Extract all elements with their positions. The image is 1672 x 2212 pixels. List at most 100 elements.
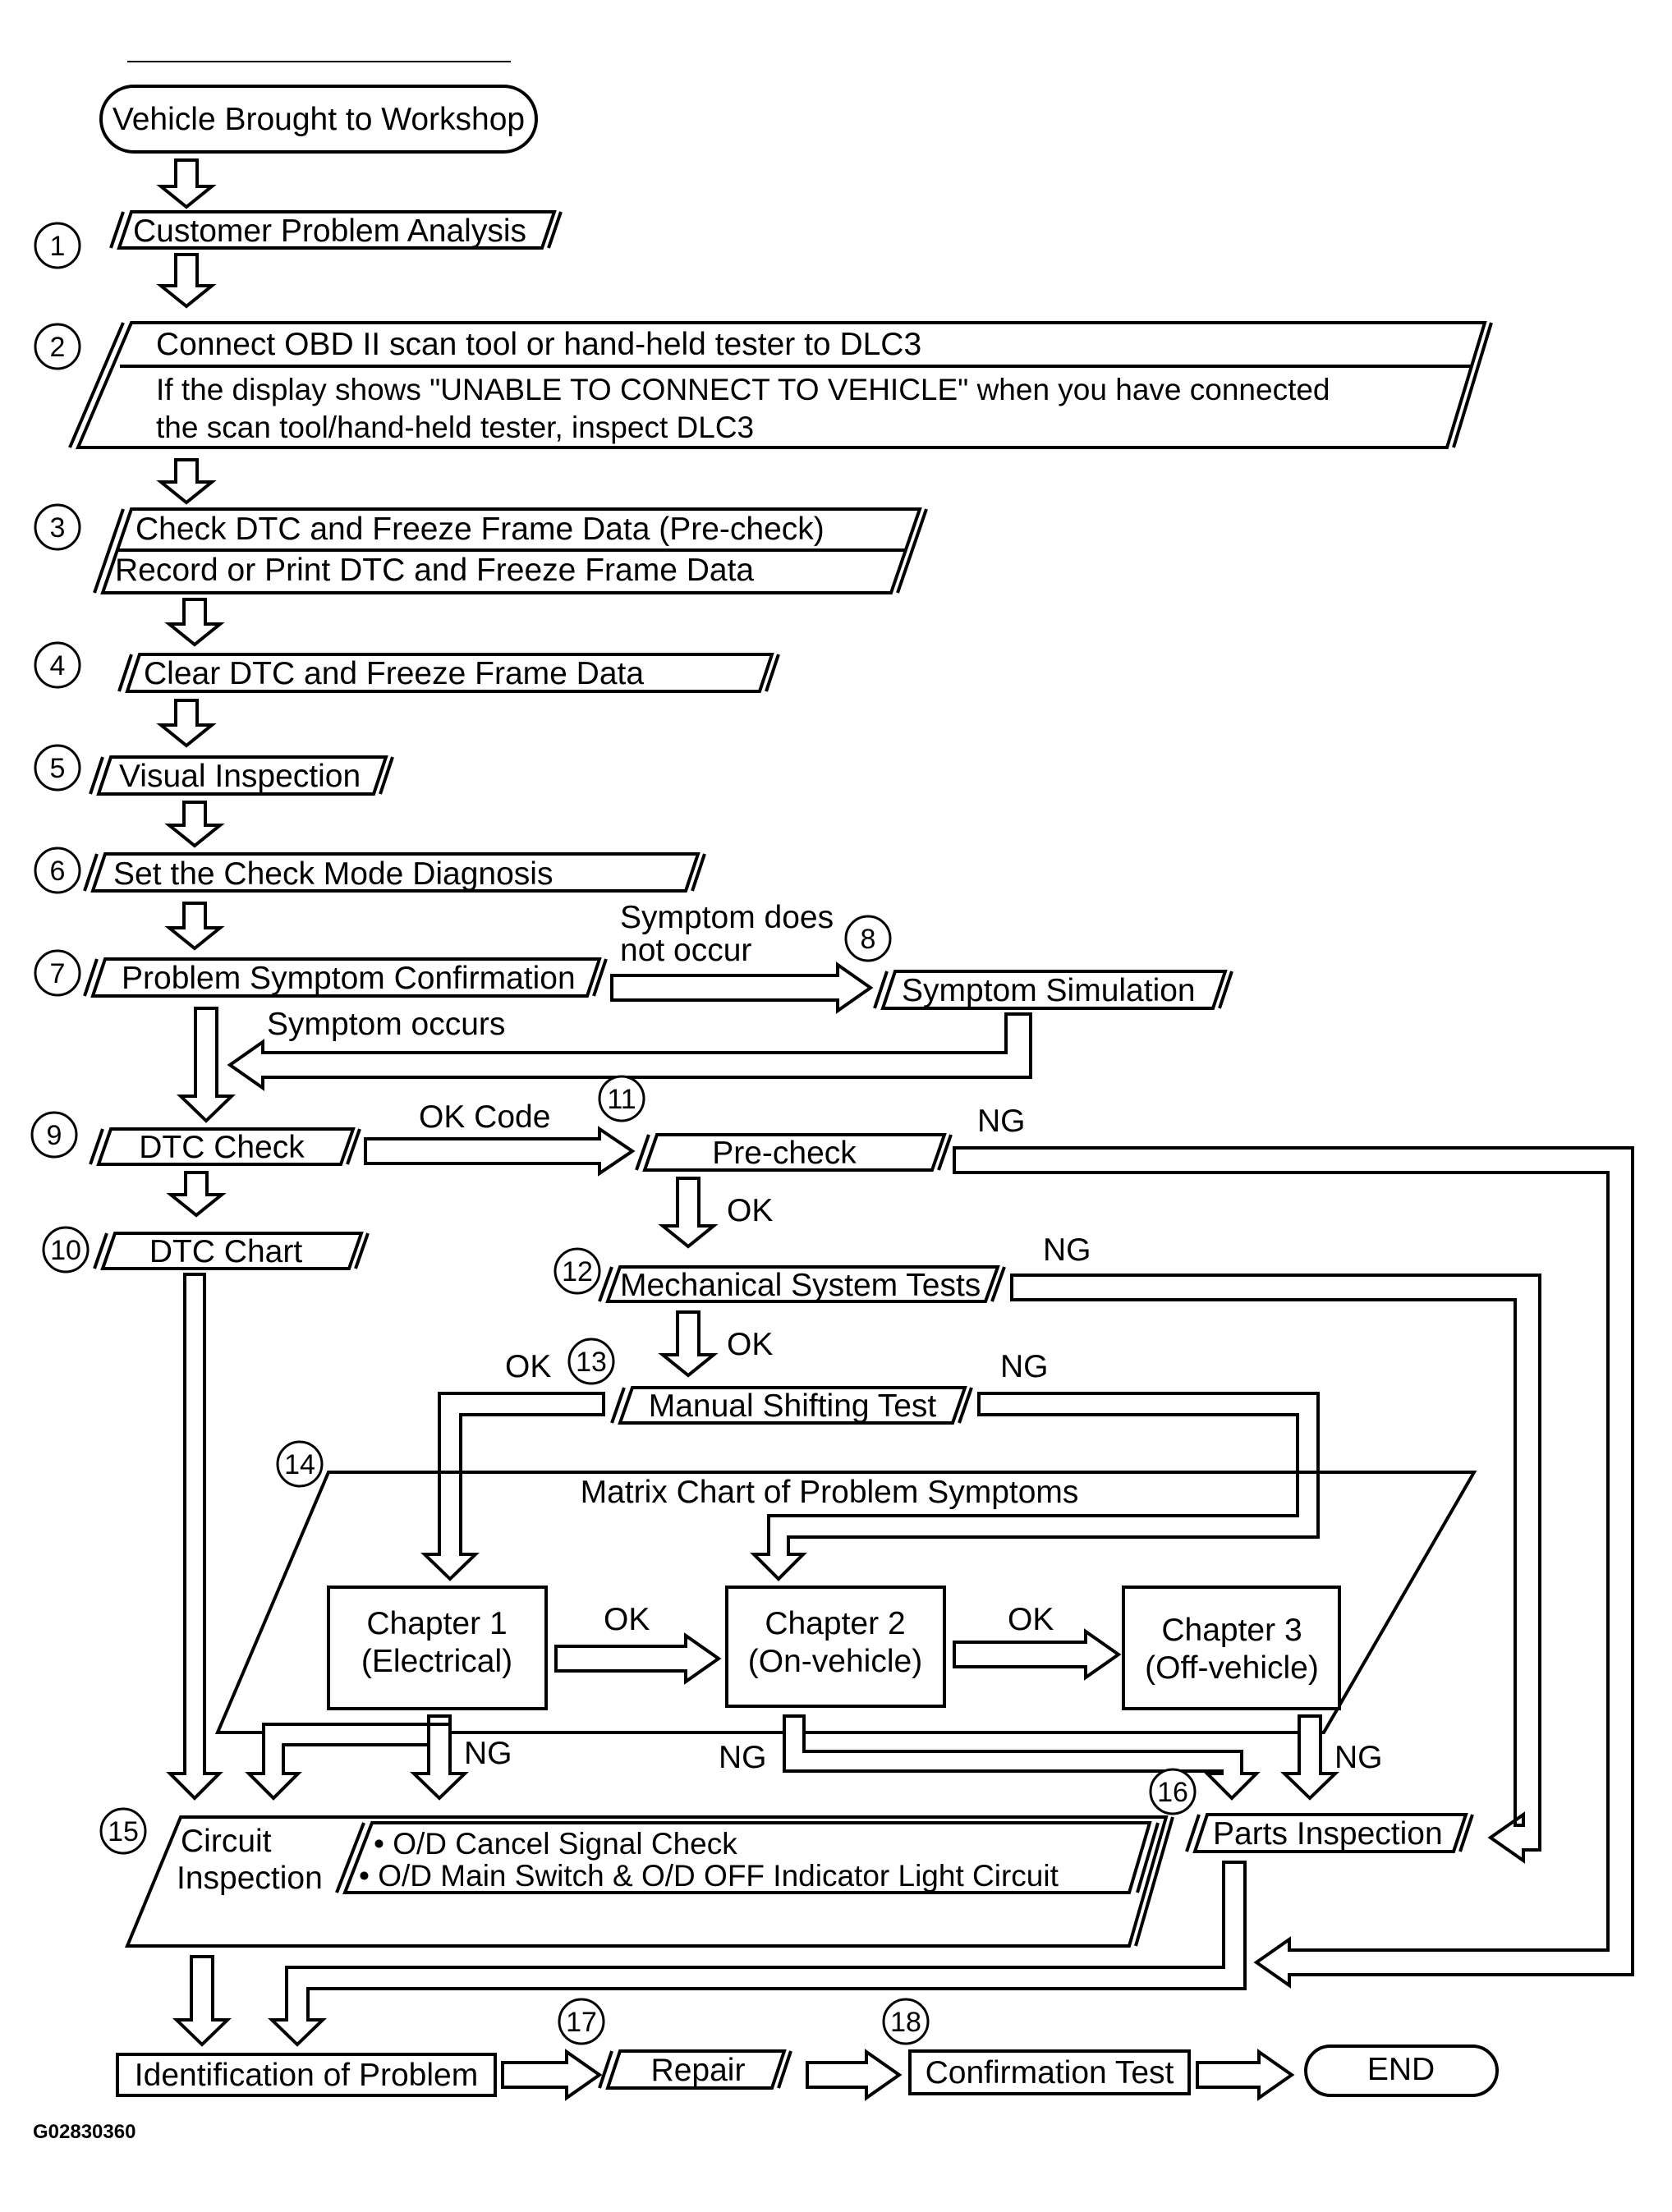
step-2-line3: the scan tool/hand-held tester, inspect … xyxy=(156,411,754,444)
step-15-inner-edge xyxy=(1136,1822,1160,1893)
step-12-edge xyxy=(990,1266,1006,1302)
flow-arrow xyxy=(156,458,217,505)
step-15-item-1: • O/D Cancel Signal Check xyxy=(374,1827,737,1861)
step-3-line1: Check DTC and Freeze Frame Data (Pre-che… xyxy=(136,512,825,547)
step-number-10-label: 10 xyxy=(50,1235,81,1266)
step-number-6-label: 6 xyxy=(50,856,66,887)
step-10-edge xyxy=(354,1232,370,1269)
flow-arrow xyxy=(166,1273,223,1801)
step-number-4 xyxy=(34,641,81,689)
step-number-6 xyxy=(34,847,81,894)
step-10-edge xyxy=(93,1232,108,1269)
flow-arrow xyxy=(177,1007,236,1123)
step-10-box xyxy=(100,1232,364,1270)
step-9-label: DTC Check xyxy=(139,1130,305,1165)
flow-arrow xyxy=(806,2049,903,2101)
step-2-edge xyxy=(68,322,125,448)
step-10-label: DTC Chart xyxy=(149,1234,303,1269)
symptom-not-occur-line1: Symptom does xyxy=(620,900,834,935)
step-number-3-label: 3 xyxy=(50,512,66,544)
step-9-box xyxy=(96,1127,356,1166)
step-6-edge xyxy=(83,853,99,892)
flow-arrow xyxy=(164,902,225,951)
ng-label: NG xyxy=(464,1736,512,1771)
flow-arrow xyxy=(166,1171,227,1218)
matrix-chart-label: Matrix Chart of Problem Symptoms xyxy=(581,1475,1079,1510)
flow-arrow xyxy=(164,598,225,647)
step-5-box xyxy=(96,755,388,796)
step-13-label: Manual Shifting Test xyxy=(649,1388,937,1424)
step-8-label: Symptom Simulation xyxy=(902,973,1196,1008)
step-number-15 xyxy=(99,1807,147,1855)
identification-label: Identification of Problem xyxy=(135,2058,478,2093)
step-17-edge xyxy=(777,2050,792,2089)
step-4-label: Clear DTC and Freeze Frame Data xyxy=(144,656,644,691)
chapter-2-ng-arrow xyxy=(783,1714,1261,1801)
chapter-3-box xyxy=(1122,1586,1341,1710)
step-number-13 xyxy=(567,1338,615,1385)
step-15-edge xyxy=(1134,1816,1174,1947)
step-7-box xyxy=(90,957,602,998)
step-11-box xyxy=(642,1133,947,1172)
step-1-box xyxy=(117,210,557,250)
step-17-label: Repair xyxy=(651,2053,746,2088)
step-4-box xyxy=(125,653,774,693)
step-number-9 xyxy=(30,1111,78,1159)
manual-shift-ng-arrow xyxy=(750,1392,1320,1581)
step-number-5-label: 5 xyxy=(50,753,66,784)
step-number-4-label: 4 xyxy=(50,650,66,681)
step-number-1-label: 1 xyxy=(50,231,66,262)
step-number-18 xyxy=(882,1998,930,2045)
ok-label: OK xyxy=(604,1602,650,1637)
chapter-3-line1: Chapter 3 xyxy=(1161,1613,1302,1648)
step-17-box xyxy=(605,2049,787,2090)
step-11-edge xyxy=(635,1134,650,1171)
pre-check-ng-loop-arrow xyxy=(953,1146,1634,1989)
ok-code-label: OK Code xyxy=(419,1099,550,1135)
step-16-edge xyxy=(1185,1814,1201,1852)
matrix-chart-box xyxy=(214,1471,1477,1734)
step-5-edge xyxy=(379,756,394,795)
step-6-box xyxy=(90,852,700,893)
flow-arrow xyxy=(164,801,225,848)
start-label: Vehicle Brought to Workshop xyxy=(113,102,525,137)
chapter-2-box xyxy=(725,1586,946,1708)
flow-arrow xyxy=(172,1955,232,2047)
step-number-12 xyxy=(554,1247,601,1295)
step-1-edge xyxy=(547,211,563,249)
end-label: END xyxy=(1367,2052,1435,2087)
step-2-box xyxy=(75,321,1487,449)
step-7-edge xyxy=(83,958,99,997)
chapter-2-line1: Chapter 2 xyxy=(765,1606,905,1641)
step-12-box xyxy=(605,1265,1000,1303)
step-4-edge xyxy=(765,654,780,692)
flow-arrow xyxy=(156,699,217,748)
step-6-edge xyxy=(691,853,706,892)
step-number-2-label: 2 xyxy=(50,332,66,363)
ok-label: OK xyxy=(1008,1602,1054,1637)
step-8-edge xyxy=(1218,971,1233,1009)
step-12-label: Mechanical System Tests xyxy=(620,1268,981,1303)
mechanical-ng-arrow xyxy=(1010,1274,1541,1864)
figure-id: G02830360 xyxy=(33,2121,136,2143)
step-16-edge xyxy=(1458,1814,1474,1852)
step-number-15-label: 15 xyxy=(108,1816,139,1847)
step-number-3 xyxy=(34,503,81,551)
step-2-edge xyxy=(1452,322,1493,448)
identification-box xyxy=(116,2053,497,2097)
flow-arrow xyxy=(610,961,874,1014)
step-13-edge xyxy=(610,1387,626,1424)
step-number-9-label: 9 xyxy=(47,1120,62,1151)
step-15-line1: Circuit xyxy=(181,1824,272,1859)
step-15-inner-edge xyxy=(335,1822,365,1893)
chapter-3-line2: (Off-vehicle) xyxy=(1145,1650,1319,1686)
flow-arrow xyxy=(658,1177,719,1249)
step-number-18-label: 18 xyxy=(890,2007,921,2038)
flow-arrow xyxy=(156,158,217,209)
chapter-3-ng-arrow xyxy=(1280,1714,1339,1801)
chapter-1-box xyxy=(327,1586,548,1710)
step-number-14-label: 14 xyxy=(284,1449,315,1480)
step-16-box xyxy=(1192,1813,1468,1853)
flow-arrow xyxy=(1196,2049,1295,2101)
step-1-label: Customer Problem Analysis xyxy=(133,213,526,249)
